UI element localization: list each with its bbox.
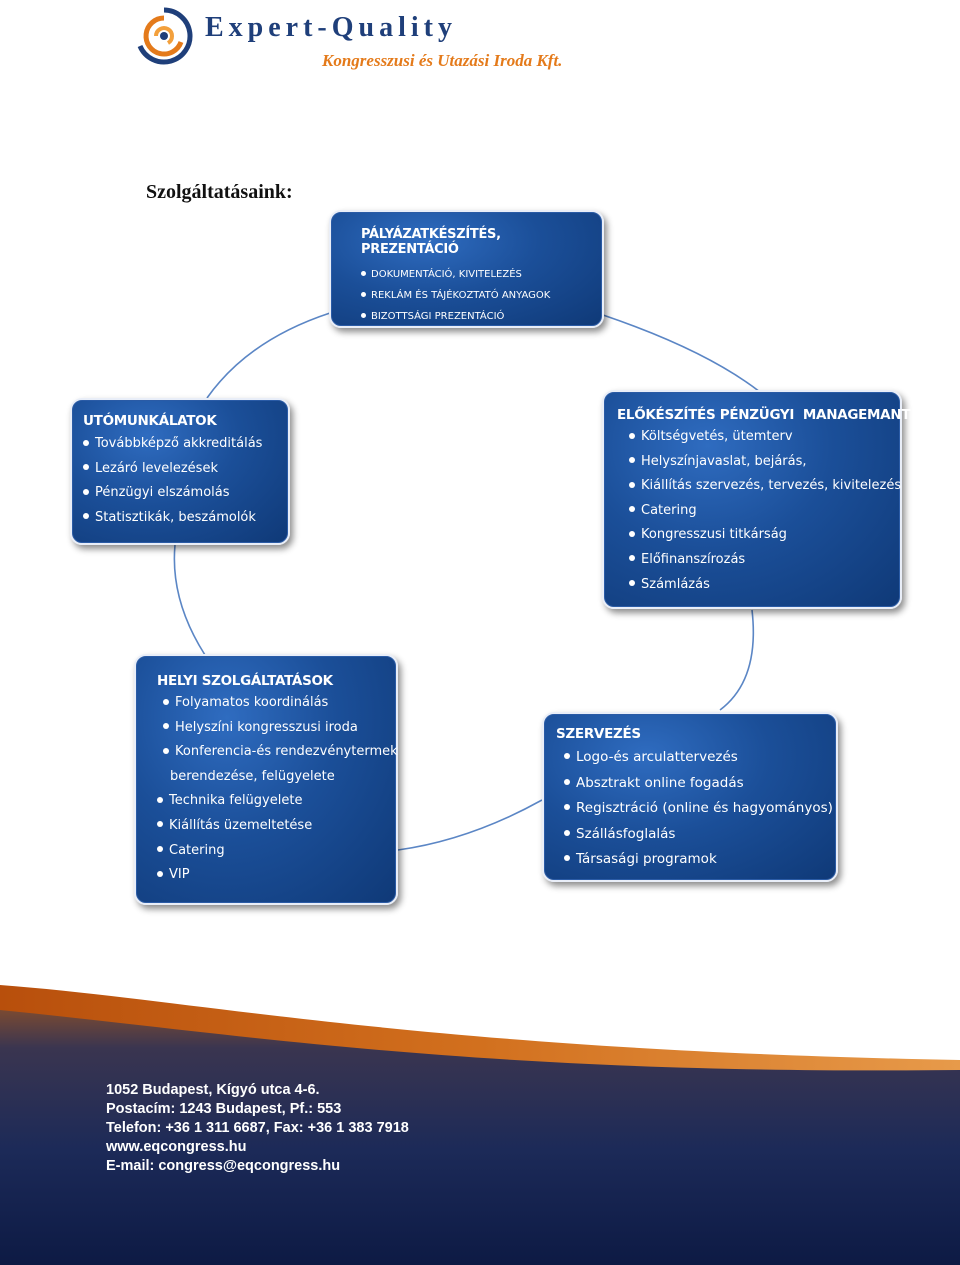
box-palyazatkeszites: PÁLYÁZATKÉSZÍTÉS, PREZENTÁCIÓ DOKUMENTÁC… (329, 210, 604, 328)
bullet-icon (629, 530, 635, 537)
list-item: Statisztikák, beszámolók (83, 506, 288, 531)
footer-address: 1052 Budapest, Kígyó utca 4-6. (106, 1082, 320, 1098)
box-utomunkalatok: UTÓMUNKÁLATOK Továbbképző akkreditálás L… (70, 398, 290, 545)
list-item: Költségvetés, ütemterv (617, 425, 900, 450)
list-item: VIP (157, 863, 396, 888)
list-item: Absztrakt online fogadás (556, 771, 836, 797)
list-item-continuation: berendezése, felügyelete (170, 768, 335, 784)
list-item: Helyszíni kongresszusi iroda (157, 716, 396, 741)
list-item: Számlázás (617, 573, 900, 598)
list-item: Kiállítás üzemeltetése (157, 814, 396, 839)
bullet-icon (83, 439, 89, 446)
bullet-icon (629, 506, 635, 513)
bullet-icon (83, 513, 89, 519)
footer-phone: Telefon: +36 1 311 6687, Fax: +36 1 383 … (106, 1120, 409, 1136)
list-item: Továbbképző akkreditálás (83, 432, 288, 457)
swirl-logo-icon (136, 7, 193, 65)
bullet-icon (163, 723, 169, 730)
box-list: Logo-és arculattervezés Absztrakt online… (556, 745, 836, 873)
list-item: Előfinanszírozás (617, 548, 900, 573)
box-elokeszites: ELŐKÉSZÍTÉS PÉNZÜGYI MANAGEMANT Költségv… (602, 390, 911, 609)
brand-name: Expert-Quality (205, 12, 457, 43)
list-item: Pénzügyi elszámolás (83, 481, 288, 506)
bullet-icon (83, 488, 89, 495)
list-item: Catering (617, 499, 900, 524)
list-item: Helyszínjavaslat, bejárás, (617, 450, 900, 475)
box-title: HELYI SZOLGÁLTATÁSOK (157, 673, 333, 689)
list-item: Regisztráció (online és hagyományos) (556, 796, 836, 822)
bullet-icon (629, 580, 635, 587)
footer-contact: 1052 Budapest, Kígyó utca 4-6. Postacím:… (106, 1081, 409, 1176)
list-item: REKLÁM ÉS TÁJÉKOZTATÓ ANYAGOK (361, 285, 602, 306)
list-item: Lezáró levelezések (83, 457, 288, 482)
bullet-icon (629, 481, 635, 488)
bullet-icon (157, 846, 163, 853)
bullet-icon (157, 796, 163, 803)
box-title: PÁLYÁZATKÉSZÍTÉS, PREZENTÁCIÓ (361, 227, 501, 257)
bullet-icon (163, 698, 169, 705)
bullet-icon (163, 747, 169, 754)
bullet-icon (629, 432, 635, 439)
box-title: ELŐKÉSZÍTÉS PÉNZÜGYI MANAGEMANT (617, 407, 911, 423)
box-list: Költségvetés, ütemterv Helyszínjavaslat,… (617, 425, 901, 598)
bullet-icon (564, 855, 570, 862)
bullet-icon (157, 821, 163, 828)
bullet-icon (361, 270, 366, 276)
box-list: Folyamatos koordinálás Helyszíni kongres… (157, 691, 398, 888)
box-szervezes: SZERVEZÉS Logo-és arculattervezés Absztr… (542, 712, 838, 882)
services-heading: Szolgáltatásaink: (146, 181, 293, 203)
list-item: Szállásfoglalás (556, 822, 836, 848)
box-list: DOKUMENTÁCIÓ, KIVITELEZÉS REKLÁM ÉS TÁJÉ… (361, 264, 602, 327)
footer-web-link[interactable]: www.eqcongress.hu (106, 1139, 247, 1155)
footer-band (0, 985, 960, 1265)
list-item: Catering (157, 839, 396, 864)
footer-email-link[interactable]: E-mail: congress@eqcongress.hu (106, 1158, 341, 1174)
box-title: SZERVEZÉS (556, 726, 641, 742)
bullet-icon (564, 804, 570, 811)
brand-subtitle: Kongresszusi és Utazási Iroda Kft. (322, 51, 563, 70)
bullet-icon (629, 555, 635, 562)
list-item: Technika felügyelete (157, 789, 396, 814)
bullet-icon (157, 870, 163, 877)
box-list: Továbbképző akkreditálás Lezáró levelezé… (83, 432, 288, 530)
list-item: Logo-és arculattervezés (556, 745, 836, 771)
list-item: DOKUMENTÁCIÓ, KIVITELEZÉS (361, 264, 602, 285)
bullet-icon (629, 457, 635, 464)
bullet-icon (361, 291, 366, 297)
list-item: BIZOTTSÁGI PREZENTÁCIÓ (361, 306, 602, 327)
bullet-icon (83, 464, 89, 470)
list-item: Konferencia-és rendezvénytermek (157, 740, 398, 765)
list-item: Kiállítás szervezés, tervezés, kivitelez… (617, 474, 901, 499)
list-item: Folyamatos koordinálás (157, 691, 396, 716)
list-item: Társasági programok (556, 847, 836, 873)
bullet-icon (564, 778, 570, 785)
footer-postal: Postacím: 1243 Budapest, Pf.: 553 (106, 1101, 342, 1117)
box-helyi-szolgaltatasok: HELYI SZOLGÁLTATÁSOK Folyamatos koordiná… (134, 654, 398, 905)
list-item: Kongresszusi titkárság (617, 523, 900, 548)
bullet-icon (564, 829, 570, 836)
bullet-icon (361, 312, 366, 318)
bullet-icon (564, 753, 570, 759)
box-title: UTÓMUNKÁLATOK (83, 413, 217, 429)
